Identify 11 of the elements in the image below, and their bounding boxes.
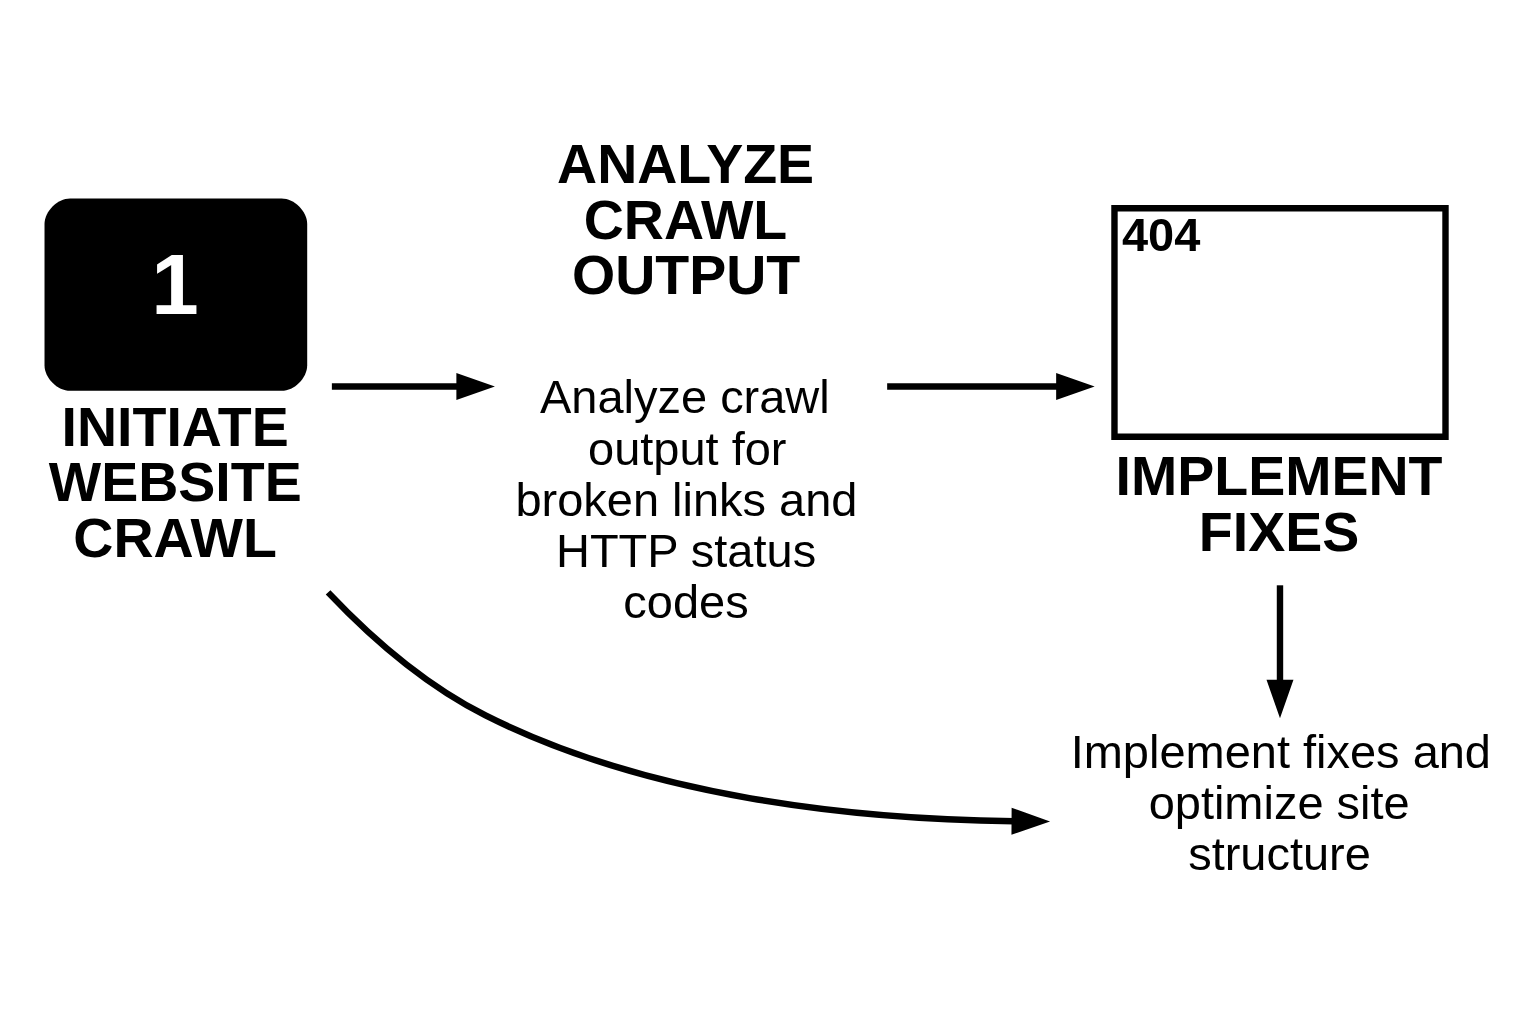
arrow bbox=[331, 372, 495, 400]
node-text: Implement fixes and optimize site structure bbox=[1070, 724, 1491, 880]
node-label: Analyze crawl output for broken links and HTTP status codes bbox=[514, 369, 857, 628]
node-box: 404 bbox=[1110, 204, 1449, 440]
node-label: IMPLEMENT FIXES bbox=[1115, 444, 1442, 563]
arrow bbox=[886, 372, 1095, 400]
node-text: ANALYZE CRAWL OUTPUT bbox=[556, 132, 814, 306]
node-label: INITIATE WEBSITE CRAWL bbox=[48, 395, 302, 569]
arrow bbox=[325, 589, 1050, 835]
arrow bbox=[1266, 584, 1293, 718]
node-box: 1 bbox=[44, 198, 307, 391]
